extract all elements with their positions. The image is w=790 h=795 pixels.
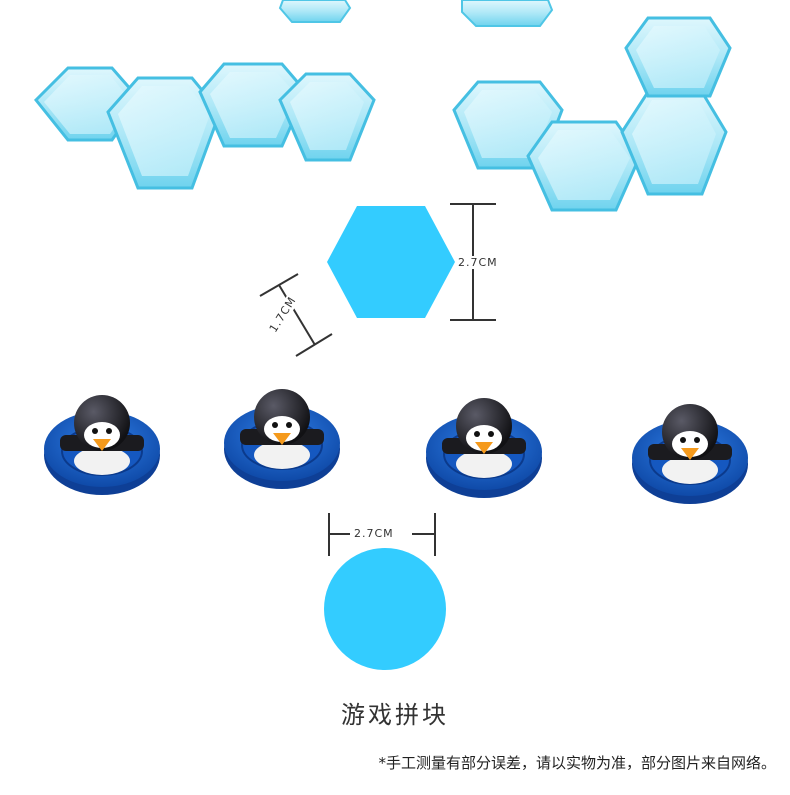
penguin-icon <box>44 395 160 495</box>
circle-diameter-dimension-line <box>328 513 436 556</box>
hex-side-dimension-line <box>259 273 333 357</box>
ice-block-chain-left <box>33 62 376 190</box>
section-caption: 游戏拼块 <box>341 701 449 729</box>
penguin-icon <box>426 398 542 498</box>
ice-block-top-partial <box>278 0 554 27</box>
hex-height-label: 2.7CM <box>457 256 499 269</box>
hexagon-icon <box>327 206 455 318</box>
ice-block-chain-right <box>452 16 732 212</box>
disclaimer-note: *手工测量有部分误差，请以实物为准，部分图片来自网络。 <box>378 754 776 772</box>
circle-diameter-label: 2.7CM <box>354 527 394 540</box>
circle-icon <box>324 548 446 670</box>
penguin-icon <box>224 389 340 489</box>
penguin-icon <box>632 404 748 504</box>
